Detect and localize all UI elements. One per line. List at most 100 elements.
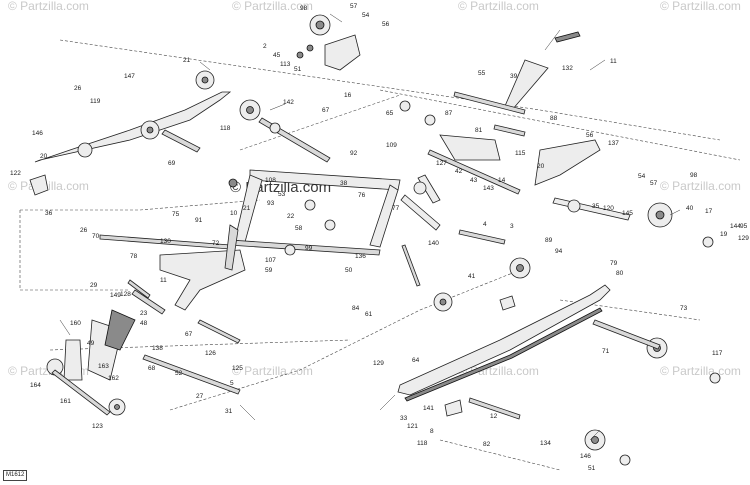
callout-number: 118 (417, 440, 428, 447)
cap (619, 454, 631, 466)
rear-wheel-hub (655, 210, 665, 220)
callout-number: 161 (60, 398, 71, 405)
spacer (493, 124, 526, 137)
callout-number: 57 (650, 180, 658, 187)
front-arm-right (369, 184, 399, 248)
callout-number: 87 (445, 110, 453, 117)
callout-number: 80 (616, 270, 624, 277)
watermark-text: © Partzilla.com (458, 0, 539, 13)
callout-number: 51 (588, 465, 596, 472)
callout-number: 118 (220, 125, 231, 132)
callout-number: 40 (686, 205, 694, 212)
callout-number: 76 (358, 192, 366, 199)
callout-number: 71 (602, 348, 610, 355)
callout-number: 81 (475, 127, 483, 134)
callout-number: 67 (322, 107, 330, 114)
callout-number: 54 (362, 12, 370, 19)
callout-number: 123 (92, 423, 103, 430)
callout-number: 8 (430, 428, 434, 435)
callout-number: 88 (550, 115, 558, 122)
tube (127, 279, 151, 299)
callout-number: 10 (230, 210, 238, 217)
callout-number: 143 (483, 185, 494, 192)
callout-number: 57 (350, 3, 358, 10)
callout-number: 134 (540, 440, 551, 447)
callout-number: 35 (592, 203, 600, 210)
callout-number: 59 (265, 267, 273, 274)
callout-number: 53 (278, 191, 286, 198)
bushing (284, 244, 296, 256)
callout-number: 82 (483, 441, 491, 448)
callout-number: 146 (32, 130, 43, 137)
callout-number: 42 (455, 168, 463, 175)
watermark-text: © Partzilla.com (458, 364, 539, 378)
callout-number: 146 (580, 453, 591, 460)
front-shock-body (504, 59, 549, 111)
callout-number: 33 (400, 415, 408, 422)
callout-number: 130 (160, 238, 171, 245)
copyright-icon (228, 178, 238, 188)
rail-shaft (161, 129, 201, 153)
callout-number: 67 (185, 331, 193, 338)
cap (702, 236, 714, 248)
callout-number: 160 (70, 320, 81, 327)
callout-number: 147 (124, 73, 135, 80)
callout-number: 98 (300, 5, 308, 12)
callout-number: 126 (205, 350, 216, 357)
callout-number: 127 (436, 160, 447, 167)
bushing (324, 219, 336, 231)
callout-number: 17 (705, 208, 713, 215)
cap (709, 372, 721, 384)
callout-number: 149 (110, 292, 121, 299)
idler-bracket (324, 34, 361, 71)
callout-number: 19 (720, 231, 728, 238)
callout-number: 12 (490, 413, 498, 420)
bushing (413, 181, 427, 195)
callout-number: 84 (352, 305, 360, 312)
callout-number: 107 (265, 257, 276, 264)
spacer-wheel (567, 199, 581, 213)
callout-number: 119 (90, 98, 101, 105)
callout-number: 61 (365, 311, 373, 318)
leader-lines (59, 13, 681, 441)
callout-number: 54 (638, 173, 646, 180)
idler-hub (315, 20, 325, 30)
callout-number: 31 (225, 408, 233, 415)
spring-bracket (417, 174, 441, 204)
callout-number: 163 (98, 363, 109, 370)
slider-strip (404, 307, 603, 402)
callout-number: 145 (622, 210, 633, 217)
callout-number: 26 (80, 227, 88, 234)
callout-number: 121 (407, 423, 418, 430)
pivot-bushing (424, 114, 436, 126)
callout-number: 140 (428, 240, 439, 247)
part-symbols (228, 178, 238, 188)
callout-number: 117 (712, 350, 723, 357)
rail-wheel-hub (201, 76, 209, 84)
callout-number: 29 (90, 282, 98, 289)
callout-number: 92 (350, 150, 358, 157)
callout-number: 16 (344, 92, 352, 99)
callout-number: 48 (140, 320, 148, 327)
callout-number: 141 (423, 405, 434, 412)
callout-number: 122 (10, 170, 21, 177)
callout-number: 11 (610, 58, 617, 65)
bushing (304, 199, 316, 211)
tube (468, 397, 521, 420)
watermark-text: © Partzilla.com (660, 364, 741, 378)
shock-body (63, 339, 83, 381)
bracket (444, 399, 463, 417)
callout-number: 138 (152, 345, 163, 352)
callout-number: 58 (295, 225, 303, 232)
callout-number: 39 (510, 73, 518, 80)
callout-number: 77 (392, 205, 400, 212)
callout-number: 73 (680, 305, 688, 312)
top-idler-assembly (296, 14, 361, 71)
callout-number: 144 (730, 223, 741, 230)
rail-body (34, 91, 232, 163)
diagram-id-label: M1612 (3, 470, 28, 481)
callout-number: 3 (510, 223, 514, 230)
rear-arm-frame (159, 249, 246, 311)
upper-idler-hub (246, 106, 254, 114)
